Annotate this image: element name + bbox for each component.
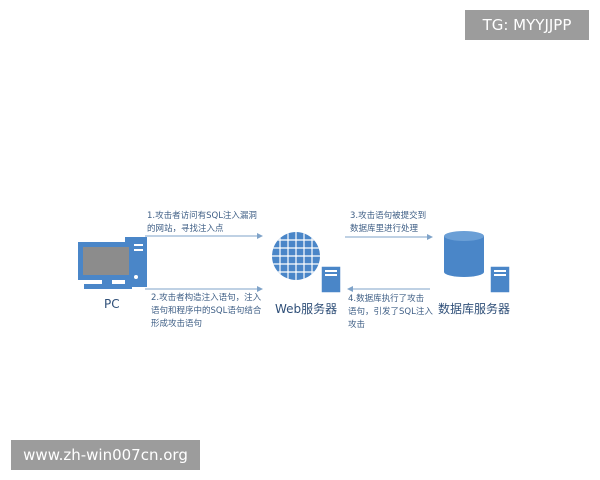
database-server-icon [444, 231, 511, 294]
step4-text: 4.数据库执行了攻击 语句，引发了SQL注入 攻击 [348, 294, 433, 330]
telegram-watermark: TG: MYYJJPP [465, 10, 589, 40]
site-watermark: www.zh-win007cn.org [11, 440, 200, 470]
web-server-label: Web服务器 [275, 302, 338, 316]
step3-text: 3.攻击语句被提交到 数据库里进行处理 [350, 211, 427, 234]
globe-server-icon [272, 232, 342, 294]
computer-icon [78, 237, 147, 289]
pc-label: PC [104, 297, 120, 311]
database-server-label: 数据库服务器 [438, 302, 511, 316]
step2-text: 2.攻击者构造注入语句，注入 语句和程序中的SQL语句结合 形成攻击语句 [151, 293, 262, 329]
step1-text: 1.攻击者访问有SQL注入漏洞 的网站，寻找注入点 [147, 211, 257, 234]
